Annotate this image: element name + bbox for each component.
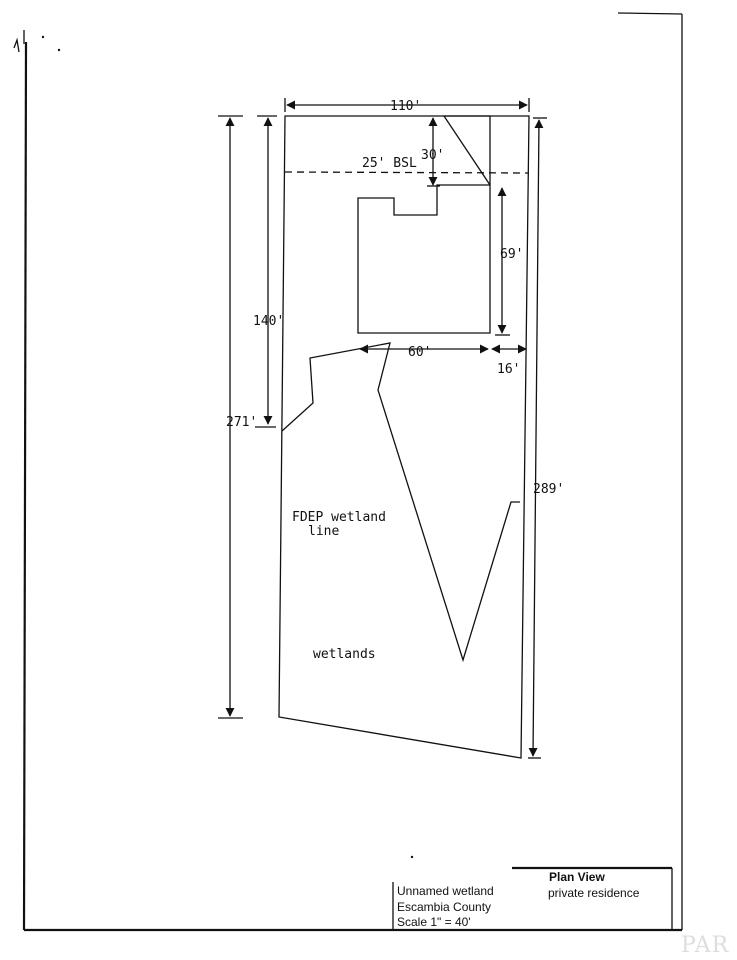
label-side-setback: 16' [497,362,520,377]
label-right-total: 289' [533,482,564,497]
scan-marks [13,35,61,53]
label-wetland-line-1: FDEP wetland [292,510,386,525]
house-footprint [357,115,491,334]
title-private-residence: private residence [548,886,640,900]
label-house-width: 60' [408,345,431,360]
watermark: PAR [681,933,730,958]
title-county: Escambia County [397,900,491,914]
label-wetland-line-2: line [308,524,339,539]
label-house-depth: 69' [500,247,523,262]
label-wetlands: wetlands [313,647,376,662]
title-block [392,855,673,930]
label-left-depth: 140' [253,314,284,329]
title-scale: Scale 1" = 40' [397,915,471,929]
setback-line [284,171,530,174]
sheet-border [22,12,683,932]
label-top-width: 110' [390,99,421,114]
wetland-line [281,342,520,663]
title-wetland-name: Unnamed wetland [397,884,494,898]
label-left-total: 271' [226,415,257,430]
label-front-setback: 30' [421,148,444,163]
title-plan-view: Plan View [549,870,605,884]
dim-right-total [528,119,544,757]
label-bsl: 25' BSL [362,156,417,171]
